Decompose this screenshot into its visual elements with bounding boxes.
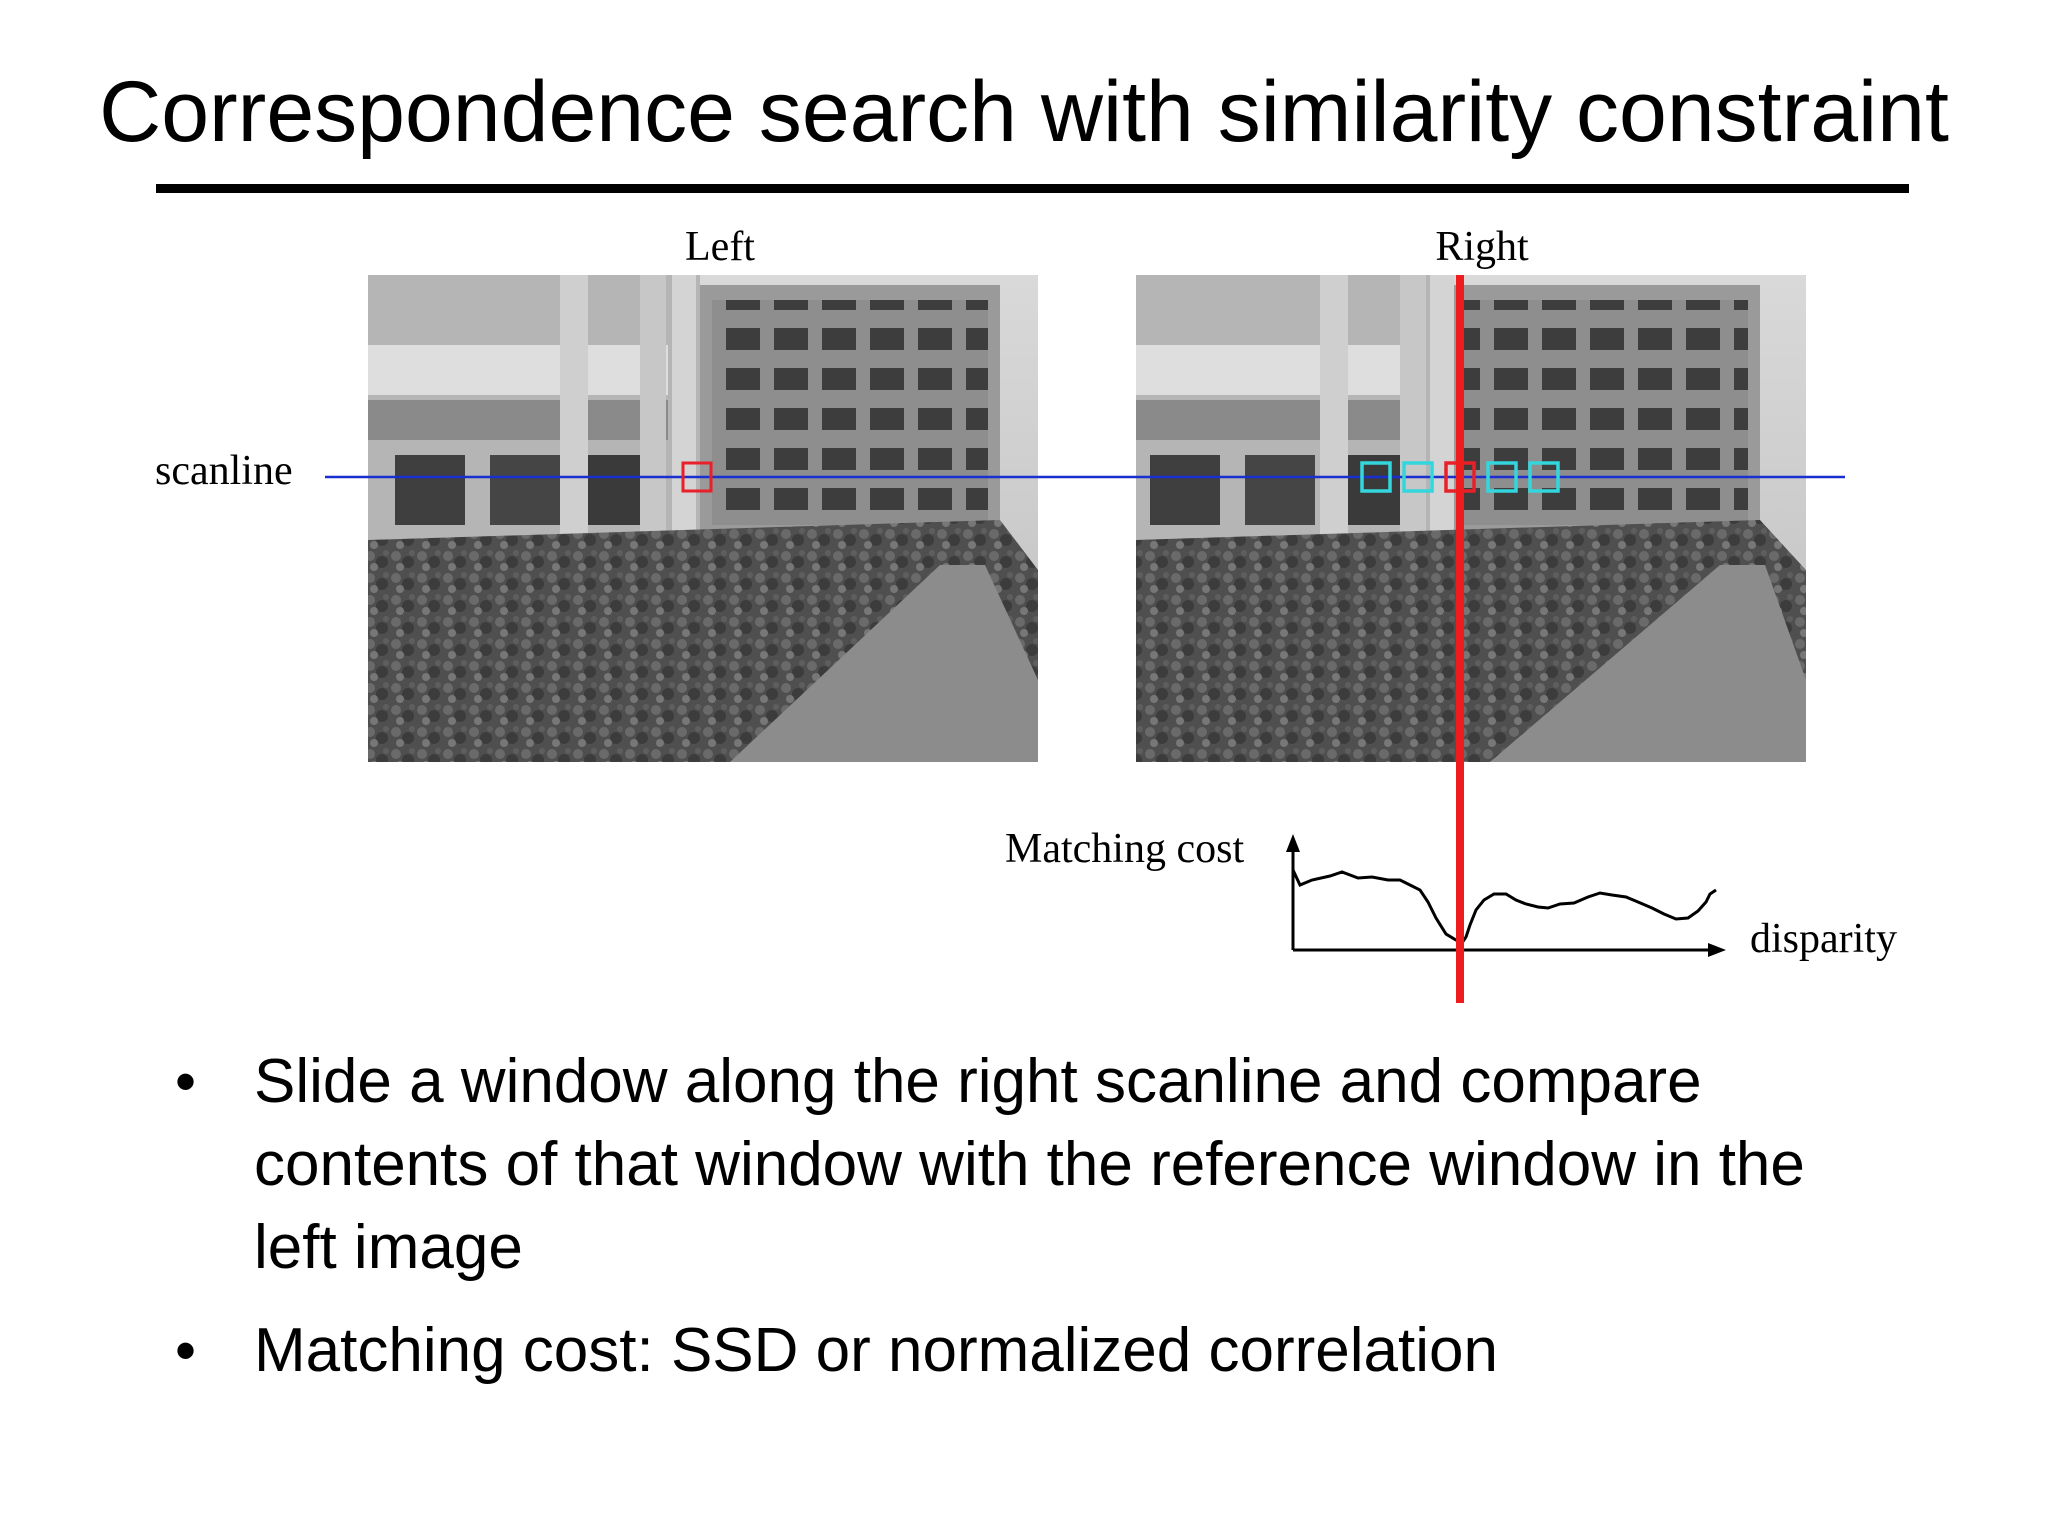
- bullet-item: • Slide a window along the right scanlin…: [160, 1040, 1900, 1289]
- bullet-marker: •: [175, 1048, 197, 1115]
- bullet-text: Matching cost: SSD or normalized correla…: [254, 1316, 1498, 1385]
- bullet-marker: •: [175, 1317, 197, 1384]
- candidate-window: [1528, 461, 1560, 493]
- cost-axis-arrow: [1286, 834, 1300, 852]
- title-rule: [156, 184, 1909, 193]
- right-image-label: Right: [1435, 224, 1529, 270]
- bullet-list: • Slide a window along the right scanlin…: [160, 1040, 1900, 1412]
- matching-cost-curve: [1291, 869, 1717, 945]
- left-image-label: Left: [685, 224, 755, 270]
- reference-window: [681, 461, 713, 493]
- bullet-text: Slide a window along the right scanline …: [254, 1047, 1805, 1282]
- cost-axis-label: Matching cost: [1005, 826, 1244, 872]
- candidate-windows: [1360, 461, 1560, 493]
- cost-plot-axes: [1291, 842, 1715, 952]
- left-image: [368, 275, 1038, 762]
- bullet-item: • Matching cost: SSD or normalized corre…: [160, 1309, 1900, 1392]
- disparity-axis-label: disparity: [1750, 916, 1897, 962]
- right-image: [1136, 275, 1806, 762]
- candidate-window: [1360, 461, 1392, 493]
- disparity-axis-arrow: [1708, 943, 1726, 957]
- candidate-window: [1486, 461, 1518, 493]
- candidate-window: [1402, 461, 1434, 493]
- scanline-label: scanline: [155, 448, 293, 494]
- slide-title: Correspondence search with similarity co…: [99, 64, 1949, 160]
